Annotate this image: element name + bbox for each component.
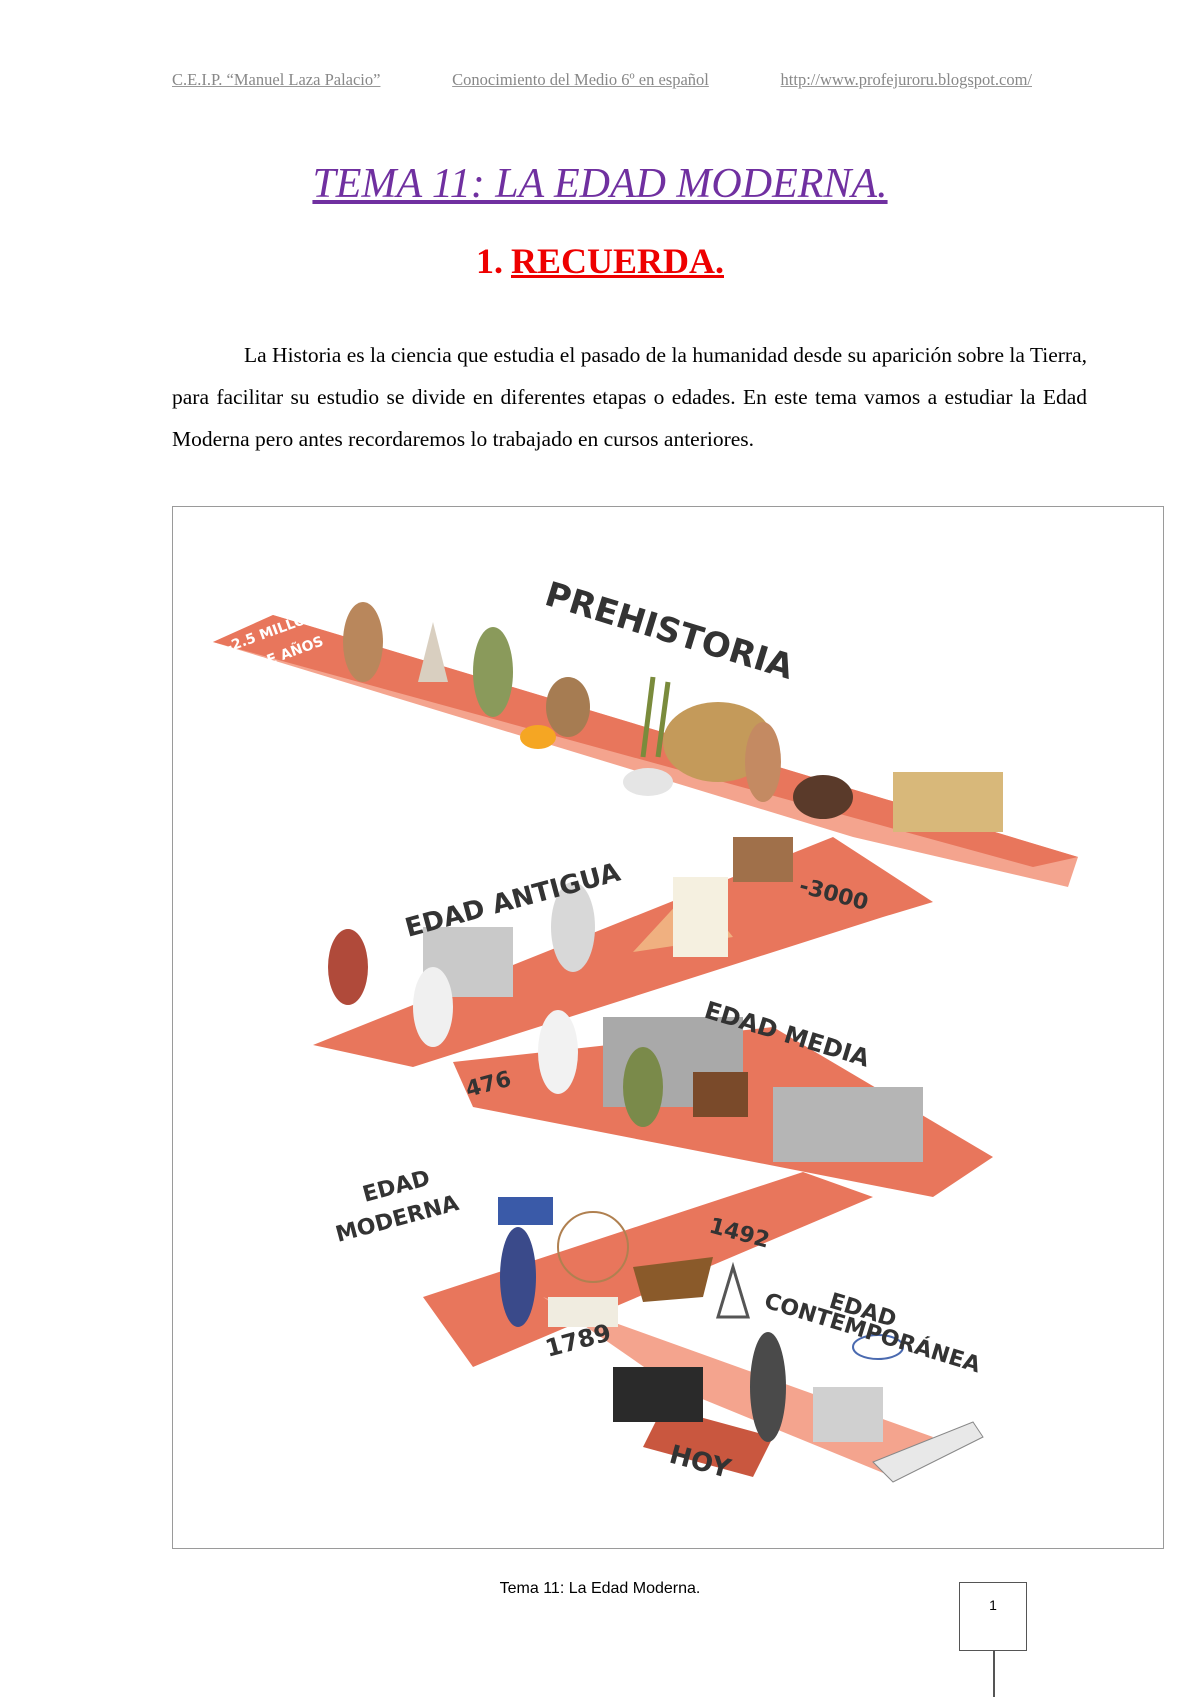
goat-icon (623, 768, 673, 796)
knight-figure (623, 1047, 663, 1127)
caveman-figure (343, 602, 383, 682)
atom-icon (852, 1334, 904, 1360)
book-icon (548, 1297, 618, 1327)
hunter-figure (473, 627, 513, 717)
path-segment-hoy (643, 1407, 773, 1477)
medieval-town-icon (773, 1087, 923, 1162)
caravel-ship-icon (633, 1257, 713, 1302)
fire-figure (520, 725, 556, 749)
page-header: C.E.I.P. “Manuel Laza Palacio” Conocimie… (172, 70, 1032, 90)
senator-figure (413, 967, 453, 1047)
roman-soldier-figure (328, 929, 368, 1005)
discobolus-statue (551, 882, 595, 972)
scribe-desk-icon (693, 1072, 748, 1117)
era-label-prehistoria: PREHISTORIA (540, 574, 798, 688)
page-title: TEMA 11: LA EDAD MODERNA. (312, 161, 888, 207)
timeline-illustration: PREHISTORIA EDAD ANTIGUA EDAD MEDIA EDAD… (213, 574, 1078, 1485)
ziggurat-icon (733, 837, 793, 882)
prehistoria-illustrations (343, 602, 1003, 832)
muslim-figure (538, 1010, 578, 1094)
history-timeline-figure: PREHISTORIA EDAD ANTIGUA EDAD MEDIA EDAD… (172, 506, 1164, 1549)
moderna-illustrations (498, 1197, 713, 1327)
revolutionary-figure (500, 1227, 536, 1327)
oil-tower-icon (715, 1261, 751, 1319)
section-number: 1. (475, 241, 503, 281)
path-segment-antigua (313, 837, 933, 1067)
space-shuttle-icon (872, 1421, 984, 1483)
woman-figure (546, 677, 590, 737)
page-number: 1 (959, 1582, 1027, 1651)
flag-icon (498, 1197, 553, 1225)
media-illustrations (538, 1010, 923, 1162)
header-school: C.E.I.P. “Manuel Laza Palacio” (172, 70, 381, 89)
page-number-connector (993, 1651, 995, 1697)
papyrus-icon (673, 877, 728, 957)
wheat-icon (640, 676, 671, 758)
vitruvian-man-icon (557, 1211, 629, 1283)
contemporanea-illustrations (613, 1261, 984, 1483)
antigua-illustrations (328, 837, 793, 1047)
locomotive-icon (613, 1367, 703, 1422)
businessman-figure (750, 1332, 786, 1442)
section-title: RECUERDA. (510, 241, 724, 281)
houses-icon (893, 772, 1003, 832)
potter-figure (745, 722, 781, 802)
laptop-icon (813, 1387, 883, 1442)
section-heading: 1.RECUERDA. (0, 240, 1200, 282)
footer-title: Tema 11: La Edad Moderna. (499, 1580, 701, 1597)
header-subject: Conocimiento del Medio 6º en español (452, 70, 709, 89)
stone-tool-icon (418, 622, 448, 682)
intro-paragraph: La Historia es la ciencia que estudia el… (172, 342, 1087, 451)
header-url[interactable]: http://www.profejuroru.blogspot.com/ (780, 70, 1032, 89)
pot-icon (793, 775, 853, 819)
